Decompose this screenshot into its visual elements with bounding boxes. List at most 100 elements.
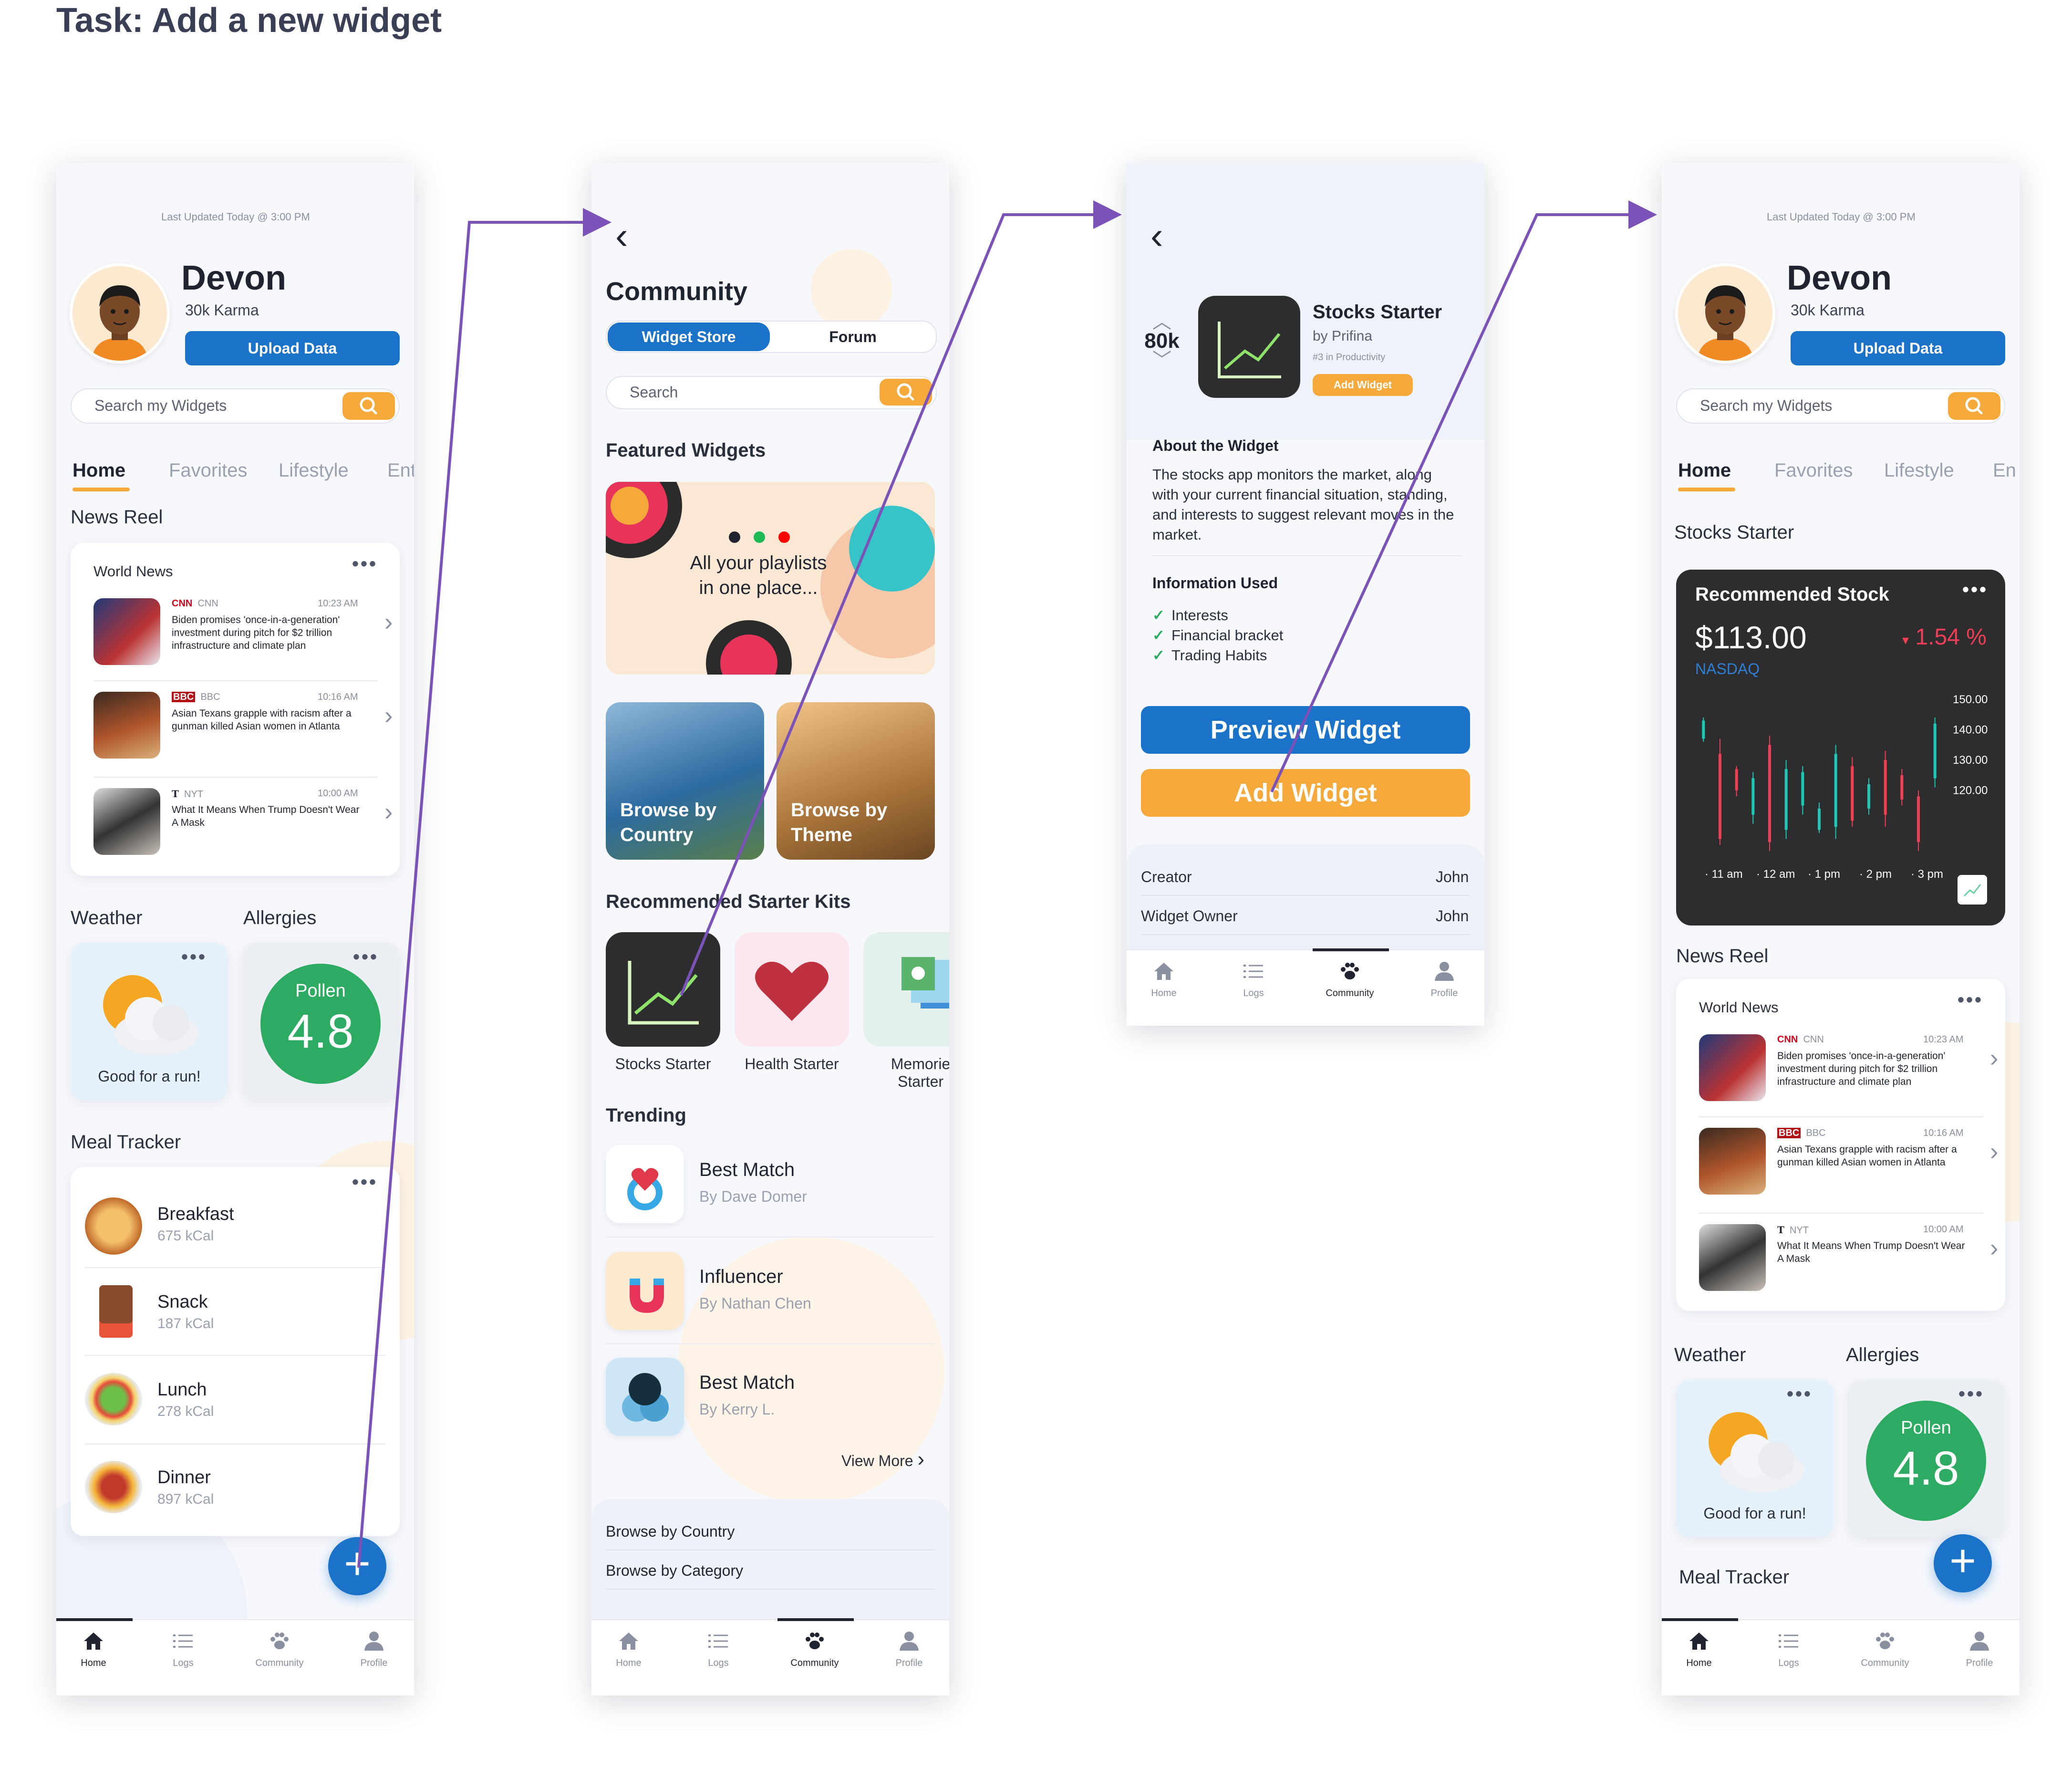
- trending-item[interactable]: Best Match By Dave Domer: [606, 1145, 935, 1231]
- back-arrow-icon[interactable]: ‹: [615, 214, 628, 257]
- weather-widget[interactable]: ••• Good for a run!: [1676, 1380, 1834, 1537]
- more-options-icon[interactable]: •••: [181, 946, 207, 967]
- news-item[interactable]: BBC BBC 10:16 AM Asian Texans grapple wi…: [1699, 1128, 1998, 1199]
- tab-favorites[interactable]: Favorites: [169, 460, 248, 481]
- more-options-icon[interactable]: •••: [352, 553, 378, 574]
- search-input[interactable]: Search my Widgets: [1700, 397, 1833, 414]
- tab-favorites[interactable]: Favorites: [1774, 460, 1853, 481]
- nav-home[interactable]: Home: [591, 1630, 672, 1669]
- nav-logs[interactable]: Logs: [1746, 1630, 1832, 1669]
- tab-entertainment[interactable]: Ent: [387, 460, 414, 481]
- nav-home[interactable]: Home: [1127, 960, 1207, 999]
- nav-community[interactable]: Community: [1842, 1630, 1928, 1669]
- tab-entertainment[interactable]: En: [1993, 460, 2016, 481]
- tab-lifestyle[interactable]: Lifestyle: [279, 460, 349, 481]
- news-card[interactable]: World News ••• CNN CNN 10:23 AM Biden pr…: [71, 543, 400, 876]
- more-options-icon[interactable]: •••: [352, 1172, 378, 1193]
- chevron-right-icon[interactable]: ›: [384, 798, 393, 826]
- memories-starter-kit[interactable]: [863, 932, 949, 1047]
- nav-community[interactable]: Community: [772, 1630, 858, 1669]
- trending-author: By Nathan Chen: [699, 1295, 811, 1312]
- tab-home[interactable]: Home: [1678, 460, 1731, 481]
- view-more-link[interactable]: View More ›: [841, 1447, 925, 1471]
- add-widget-small-button[interactable]: Add Widget: [1313, 374, 1413, 396]
- allergies-widget[interactable]: ••• Pollen 4.8: [242, 943, 400, 1100]
- news-card[interactable]: World News ••• CNN CNN 10:23 AM Biden pr…: [1676, 979, 2005, 1311]
- list-icon: [1779, 1634, 1798, 1648]
- nav-profile[interactable]: Profile: [1401, 960, 1484, 999]
- search-input[interactable]: Search my Widgets: [94, 397, 227, 414]
- weather-widget[interactable]: ••• Good for a run!: [71, 943, 228, 1100]
- search-button[interactable]: [880, 379, 932, 406]
- trending-item[interactable]: Best Match By Kerry L.: [606, 1358, 935, 1444]
- search-widgets-bar[interactable]: Search my Widgets: [71, 388, 400, 424]
- stock-widget[interactable]: Recommended Stock ••• $113.00 ▾ 1.54 % N…: [1676, 570, 2005, 926]
- browse-by-category-link[interactable]: Browse by Category: [606, 1562, 744, 1579]
- add-widget-fab[interactable]: +: [328, 1537, 386, 1595]
- tab-forum[interactable]: Forum: [829, 328, 877, 345]
- avatar[interactable]: [1675, 263, 1775, 364]
- nav-profile[interactable]: Profile: [866, 1630, 949, 1669]
- add-widget-fab[interactable]: +: [1934, 1534, 1992, 1592]
- candle-body: [1867, 784, 1870, 809]
- search-button[interactable]: [1948, 392, 2000, 420]
- featured-playlist-banner[interactable]: All your playlists in one place...: [606, 482, 935, 675]
- meal-row-snack[interactable]: Snack 187 kCal: [85, 1285, 390, 1352]
- allergies-widget[interactable]: ••• Pollen 4.8: [1848, 1380, 2005, 1537]
- search-input[interactable]: Search: [630, 384, 678, 401]
- nav-community[interactable]: Community: [237, 1630, 322, 1669]
- upload-data-button[interactable]: Upload Data: [1791, 331, 2005, 365]
- add-widget-button[interactable]: Add Widget: [1141, 769, 1470, 817]
- search-button[interactable]: [342, 392, 395, 420]
- chevron-right-icon[interactable]: ›: [1990, 1044, 1999, 1072]
- nav-home[interactable]: Home: [1662, 1630, 1742, 1669]
- browse-by-country-link[interactable]: Browse by Country: [606, 1523, 735, 1540]
- search-widgets-bar[interactable]: Search my Widgets: [1676, 388, 2005, 424]
- nav-logs[interactable]: Logs: [675, 1630, 761, 1669]
- trending-item[interactable]: Influencer By Nathan Chen: [606, 1252, 935, 1338]
- partly-cloudy-icon: [103, 975, 198, 1055]
- owner-value: John: [1436, 907, 1469, 925]
- news-item[interactable]: CNN CNN 10:23 AM Biden promises 'once-in…: [1699, 1034, 1998, 1106]
- news-item[interactable]: T NYT 10:00 AM What It Means When Trump …: [1699, 1224, 1998, 1296]
- meal-row-breakfast[interactable]: Breakfast 675 kCal: [85, 1197, 390, 1264]
- more-options-icon[interactable]: •••: [1958, 1383, 1985, 1404]
- downvote-icon[interactable]: ﹀: [1152, 350, 1171, 371]
- nav-profile[interactable]: Profile: [331, 1630, 414, 1669]
- meal-row-dinner[interactable]: Dinner 897 kCal: [85, 1461, 390, 1528]
- news-item[interactable]: BBC BBC 10:16 AM Asian Texans grapple wi…: [93, 692, 393, 763]
- nav-community[interactable]: Community: [1307, 960, 1393, 999]
- tab-home[interactable]: Home: [73, 460, 126, 481]
- nav-logs[interactable]: Logs: [1211, 960, 1296, 999]
- avatar[interactable]: [70, 263, 170, 364]
- meal-tracker-widget[interactable]: ••• Breakfast 675 kCal Snack 187 kCal Lu…: [71, 1167, 400, 1536]
- preview-widget-button[interactable]: Preview Widget: [1141, 706, 1470, 754]
- upload-data-button[interactable]: Upload Data: [185, 331, 400, 365]
- upvote-icon[interactable]: ︿: [1152, 312, 1171, 333]
- chevron-right-icon[interactable]: ›: [384, 702, 393, 729]
- more-options-icon[interactable]: •••: [1958, 989, 1984, 1010]
- more-options-icon[interactable]: •••: [1787, 1383, 1813, 1404]
- search-bar[interactable]: Search: [606, 376, 937, 409]
- chevron-right-icon[interactable]: ›: [384, 608, 393, 636]
- chart-toggle-button[interactable]: [1958, 875, 1987, 905]
- tab-lifestyle[interactable]: Lifestyle: [1884, 460, 1954, 481]
- more-options-icon[interactable]: •••: [1962, 579, 1989, 600]
- nav-home[interactable]: Home: [56, 1630, 136, 1669]
- list-icon: [708, 1634, 728, 1648]
- stocks-starter-kit[interactable]: [606, 932, 720, 1047]
- tab-widget-store[interactable]: Widget Store: [608, 322, 770, 351]
- chevron-right-icon[interactable]: ›: [1990, 1234, 1999, 1262]
- paw-icon: [270, 1633, 289, 1649]
- chevron-right-icon[interactable]: ›: [1990, 1138, 1999, 1165]
- meal-row-lunch[interactable]: Lunch 278 kCal: [85, 1373, 390, 1440]
- nav-profile[interactable]: Profile: [1937, 1630, 2020, 1669]
- health-starter-kit[interactable]: [735, 932, 849, 1047]
- nav-logs[interactable]: Logs: [140, 1630, 226, 1669]
- news-time: 10:23 AM: [318, 598, 358, 609]
- back-arrow-icon[interactable]: ‹: [1150, 214, 1163, 257]
- news-item[interactable]: T NYT 10:00 AM What It Means When Trump …: [93, 788, 393, 860]
- news-item[interactable]: CNN CNN 10:23 AM Biden promises 'once-in…: [93, 598, 393, 670]
